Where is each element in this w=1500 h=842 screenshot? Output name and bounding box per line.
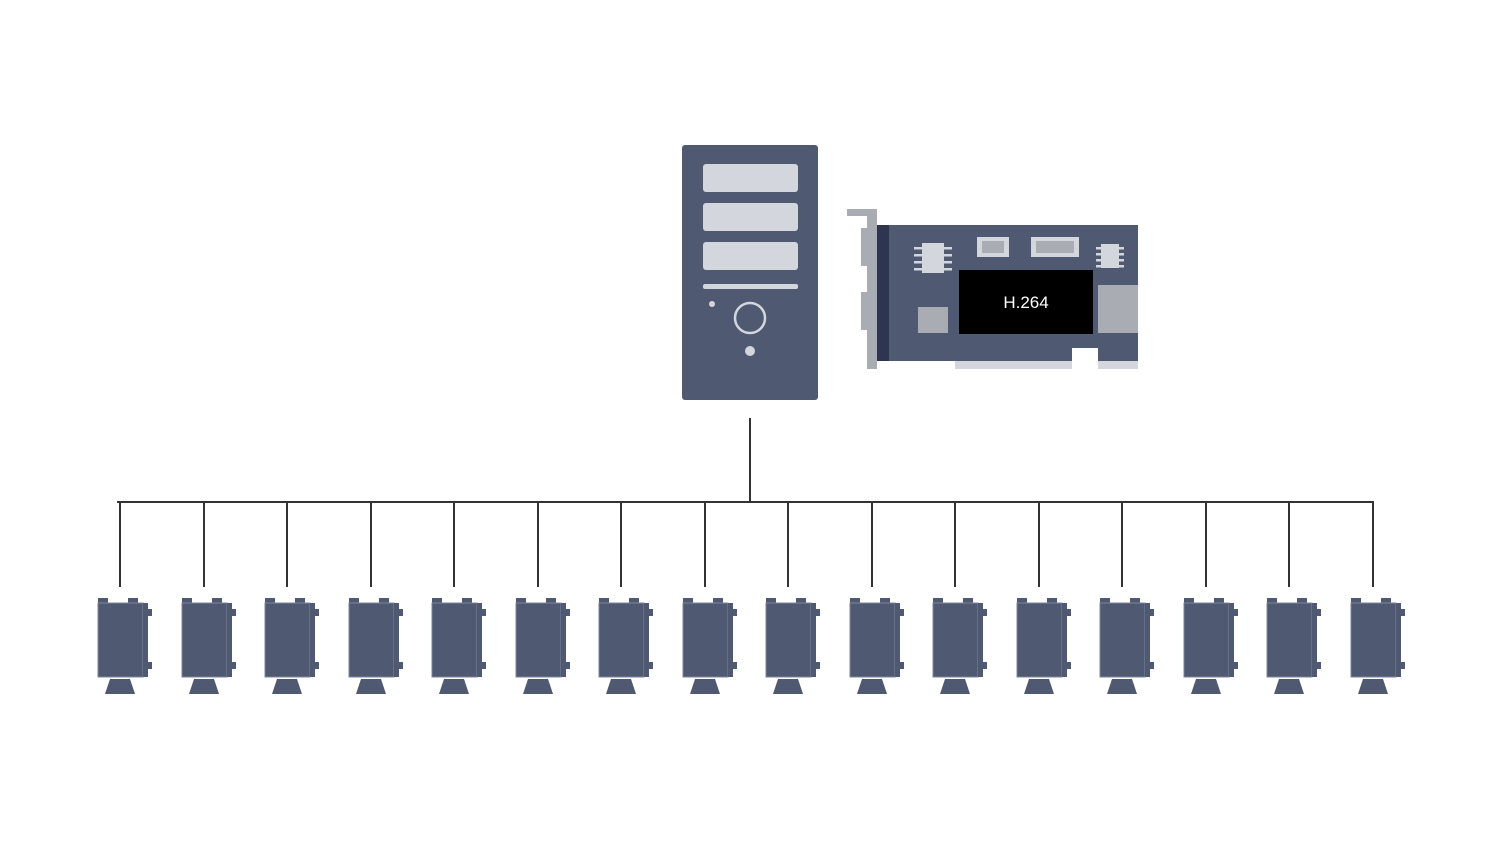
- camera-icon: [1350, 598, 1405, 694]
- server-divider: [703, 284, 798, 289]
- encoder-chip-label: H.264: [1003, 293, 1048, 312]
- led-icon: [709, 301, 715, 307]
- drive-bay: [703, 242, 798, 270]
- drive-bay: [703, 164, 798, 192]
- camera-icon: [765, 598, 820, 694]
- pcie-edge-connector: [955, 361, 1072, 369]
- encoder-chip: [959, 270, 1093, 334]
- camera-icon: [598, 598, 653, 694]
- camera-icon: [1183, 598, 1238, 694]
- camera-icon: [1016, 598, 1071, 694]
- camera-icon: [264, 598, 319, 694]
- camera-row: [97, 598, 1405, 694]
- component-square: [918, 307, 948, 333]
- camera-icon: [1266, 598, 1321, 694]
- drive-bay: [703, 203, 798, 231]
- camera-icon: [97, 598, 152, 694]
- card-bracket: [867, 209, 877, 369]
- reset-button-icon: [745, 346, 755, 356]
- chip-icon: [914, 243, 952, 273]
- heatsink-block: [1098, 285, 1138, 333]
- camera-icon: [849, 598, 904, 694]
- camera-icon: [1099, 598, 1154, 694]
- chip-icon: [1096, 244, 1124, 268]
- power-button-icon[interactable]: [733, 301, 767, 335]
- camera-icon: [431, 598, 486, 694]
- pcie-encoder-card-icon: H.264: [847, 209, 1138, 369]
- camera-icon: [181, 598, 236, 694]
- server-tower-icon: [682, 145, 818, 400]
- camera-icon: [932, 598, 987, 694]
- camera-icon: [348, 598, 403, 694]
- camera-icon: [682, 598, 737, 694]
- camera-icon: [515, 598, 570, 694]
- network-lines: [117, 418, 1374, 587]
